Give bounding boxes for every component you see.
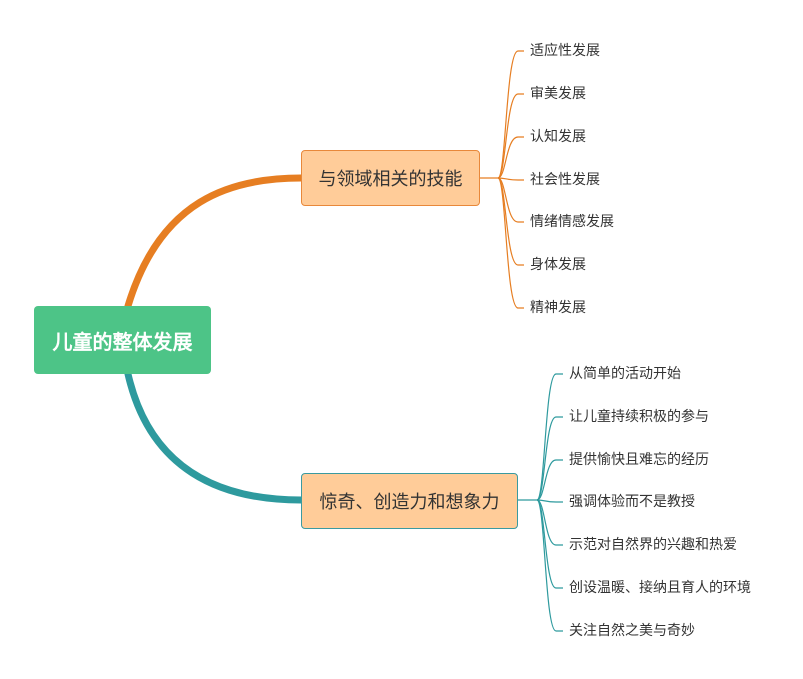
leaf-node[interactable]: 让儿童持续积极的参与 xyxy=(569,409,709,425)
branch-2-leaf-connectors xyxy=(518,373,563,632)
root-to-branch-2-connector xyxy=(124,370,305,504)
branch-1-leaf-connectors xyxy=(480,50,524,309)
leaf-node[interactable]: 身体发展 xyxy=(530,257,586,273)
leaf-node[interactable]: 适应性发展 xyxy=(530,43,600,59)
branch-node-1[interactable]: 与领域相关的技能 xyxy=(301,150,480,206)
root-to-branch-1-connector xyxy=(124,174,305,310)
branch-node-1-label: 与领域相关的技能 xyxy=(318,169,463,190)
branch-node-2[interactable]: 惊奇、创造力和想象力 xyxy=(301,473,518,529)
leaf-node[interactable]: 精神发展 xyxy=(530,300,586,316)
root-node-label: 儿童的整体发展 xyxy=(52,329,193,354)
leaf-node[interactable]: 关注自然之美与奇妙 xyxy=(569,623,695,639)
root-node[interactable]: 儿童的整体发展 xyxy=(34,306,211,374)
leaf-node[interactable]: 创设温暖、接纳且育人的环境 xyxy=(569,580,751,596)
leaf-node[interactable]: 审美发展 xyxy=(530,86,586,102)
branch-node-2-label: 惊奇、创造力和想象力 xyxy=(319,492,500,513)
leaf-node[interactable]: 情绪情感发展 xyxy=(530,214,614,230)
leaf-node[interactable]: 提供愉快且难忘的经历 xyxy=(569,452,709,468)
leaf-node[interactable]: 社会性发展 xyxy=(530,172,600,188)
leaf-node[interactable]: 认知发展 xyxy=(530,129,586,145)
leaf-node[interactable]: 从简单的活动开始 xyxy=(569,366,681,382)
leaf-node[interactable]: 示范对自然界的兴趣和热爱 xyxy=(569,537,737,553)
leaf-node[interactable]: 强调体验而不是教授 xyxy=(569,494,695,510)
